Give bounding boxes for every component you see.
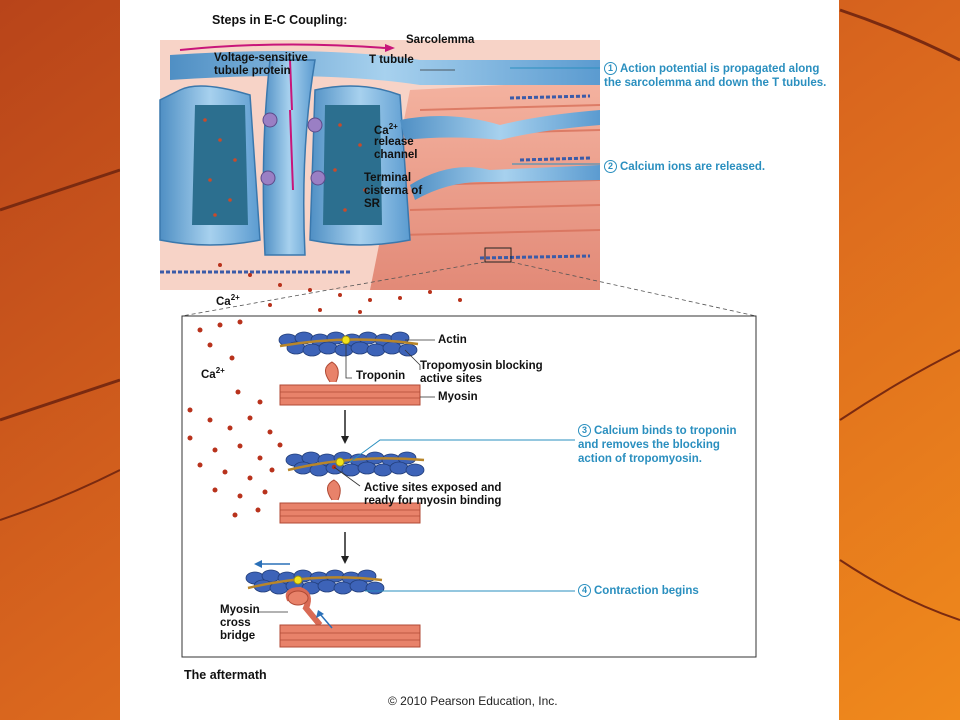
label-active-sites: Active sites exposed and ready for myosi… [364, 482, 502, 507]
label-troponin: Troponin [356, 370, 406, 382]
diagram-title: Steps in E-C Coupling: [212, 13, 348, 27]
label-t-tubule: T tubule [369, 54, 414, 66]
label-ca-release-ion: Ca2+ [374, 122, 398, 137]
footer-aftermath: The aftermath [184, 668, 267, 682]
label-ca-inset: Ca2+ [201, 366, 225, 381]
actin-filament-3 [245, 569, 385, 595]
label-myosin-cross-bridge: Myosin cross bridge [220, 604, 260, 642]
actin-filament-1 [278, 331, 419, 357]
diagram-slide: Steps in E-C Coupling: Sarcolemma Voltag… [120, 0, 839, 720]
label-release-channel: release channel [374, 136, 418, 161]
label-ca-released: Ca2+ [216, 293, 240, 308]
label-voltage-sensitive-protein: Voltage-sensitive tubule protein [214, 52, 308, 77]
ec-coupling-illustration [159, 40, 757, 658]
label-myosin: Myosin [438, 391, 478, 403]
label-tropomyosin: Tropomyosin blocking active sites [420, 360, 543, 385]
label-sarcolemma: Sarcolemma [406, 34, 475, 46]
actin-filament-2 [285, 451, 425, 477]
copyright-notice: © 2010 Pearson Education, Inc. [388, 694, 558, 708]
label-actin: Actin [438, 334, 467, 346]
label-terminal-cisterna: Terminal cisterna of SR [364, 172, 423, 210]
